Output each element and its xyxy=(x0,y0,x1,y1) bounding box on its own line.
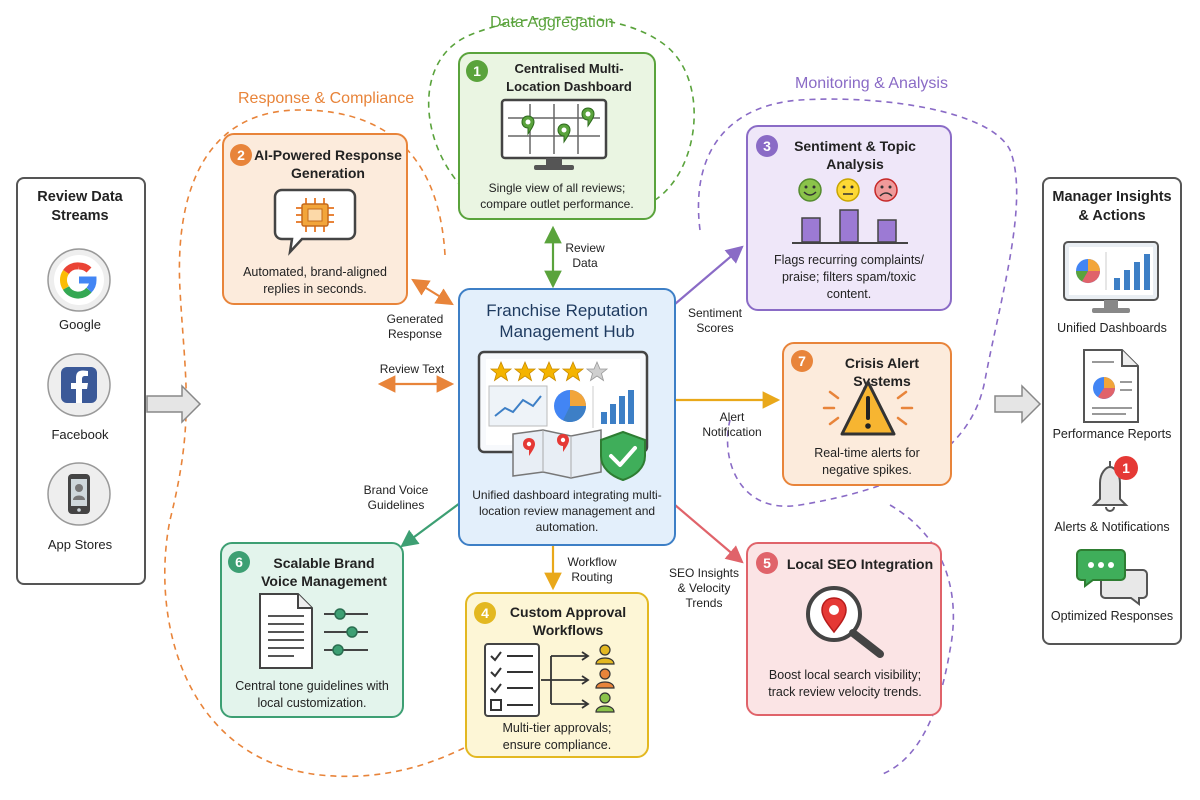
google-icon[interactable] xyxy=(47,248,111,317)
chat-bubbles-icon[interactable] xyxy=(1075,546,1149,611)
module-title-ai-response: AI-Powered Response Generation xyxy=(254,147,402,181)
module-number-2: 2 xyxy=(230,144,252,166)
module-title-sentiment: Sentiment & Topic Analysis xyxy=(794,138,916,172)
app-stores-icon[interactable] xyxy=(47,462,111,531)
hub-title: Franchise Reputation Management Hub xyxy=(486,301,648,341)
module-desc-seo: Boost local search visibility; track rev… xyxy=(768,668,922,699)
sentiment-connector xyxy=(674,245,744,305)
module-number-5: 5 xyxy=(756,552,778,574)
inflow-arrow xyxy=(146,384,202,424)
connector-label-review-data: Review Data xyxy=(565,241,605,270)
module-title-approval: Custom Approval Workflows xyxy=(509,604,627,638)
review-data-streams-panel xyxy=(16,177,146,585)
hub-description: Unified dashboard integrating multi-loca… xyxy=(472,488,662,534)
connector-label-brand-voice: Brand Voice Guidelines xyxy=(363,483,429,512)
insight-label-unified-dashboards: Unified Dashboards xyxy=(1057,321,1167,335)
alert-count-badge: 1 xyxy=(1114,456,1138,480)
source-label-google: Google xyxy=(59,317,101,332)
module-number-3: 3 xyxy=(756,135,778,157)
module-number-1: 1 xyxy=(466,60,488,82)
source-label-facebook: Facebook xyxy=(51,427,109,442)
outflow-arrow xyxy=(994,384,1042,424)
insight-label-performance-reports: Performance Reports xyxy=(1052,427,1172,441)
module-title-dashboard: Centralised Multi-Location Dashboard xyxy=(506,61,632,94)
module-sentiment-card[interactable] xyxy=(746,125,952,311)
guidelines-sliders-icon xyxy=(254,592,372,677)
data-aggregation-outline xyxy=(427,16,695,201)
seo-connector xyxy=(674,504,744,564)
module-desc-ai-response: Automated, brand-aligned replies in seco… xyxy=(243,265,387,296)
connector-label-seo-insights: SEO Insights & Velocity Trends xyxy=(668,566,740,610)
performance-reports-icon[interactable] xyxy=(1078,348,1142,429)
module-title-brand-voice: Scalable Brand Voice Management xyxy=(261,555,387,589)
module-title-seo: Local SEO Integration xyxy=(786,556,934,572)
module-desc-brand-voice: Central tone guidelines with local custo… xyxy=(235,679,389,710)
connector-label-generated-response: Generated Response xyxy=(386,312,444,341)
data-aggregation-label: Data Aggregation xyxy=(490,14,614,31)
brand-voice-connector xyxy=(400,502,461,548)
monitoring-analysis-label: Monitoring & Analysis xyxy=(795,75,948,92)
module-number-4: 4 xyxy=(474,602,496,624)
insight-label-optimized-responses: Optimized Responses xyxy=(1050,609,1174,623)
facebook-icon[interactable] xyxy=(47,353,111,422)
manager-insights-panel xyxy=(1042,177,1182,645)
response-compliance-label: Response & Compliance xyxy=(238,90,415,107)
module-desc-approval: Multi-tier approvals; ensure compliance. xyxy=(502,721,612,752)
generated-response-connector xyxy=(411,278,454,306)
module-desc-dashboard: Single view of all reviews; compare outl… xyxy=(480,181,634,211)
left-panel-title: Review Data Streams xyxy=(37,189,123,224)
module-desc-crisis: Real-time alerts for negative spikes. xyxy=(814,446,920,477)
right-panel-title: Manager Insights & Actions xyxy=(1052,189,1172,224)
approval-flow-icon xyxy=(483,642,625,727)
sentiment-chart-icon xyxy=(790,176,910,251)
module-desc-sentiment: Flags recurring complaints/ praise; filt… xyxy=(773,253,925,301)
hub-dashboard-illustration xyxy=(477,350,657,487)
connector-label-workflow-routing: Workflow Routing xyxy=(567,555,617,584)
monitor-map-icon xyxy=(500,98,608,177)
connector-label-review-text: Review Text xyxy=(379,362,445,376)
ai-chip-icon xyxy=(272,186,358,261)
magnifier-pin-icon xyxy=(800,582,890,663)
module-number-6: 6 xyxy=(228,551,250,573)
connector-label-alert-notification: Alert Notification xyxy=(702,410,762,439)
connector-label-sentiment-scores: Sentiment Scores xyxy=(687,306,743,335)
module-number-7: 7 xyxy=(791,350,813,372)
unified-dashboards-icon[interactable] xyxy=(1062,240,1160,321)
source-label-app-stores: App Stores xyxy=(47,537,113,552)
insight-label-alerts: Alerts & Notifications xyxy=(1054,520,1170,534)
warning-icon xyxy=(820,378,916,445)
